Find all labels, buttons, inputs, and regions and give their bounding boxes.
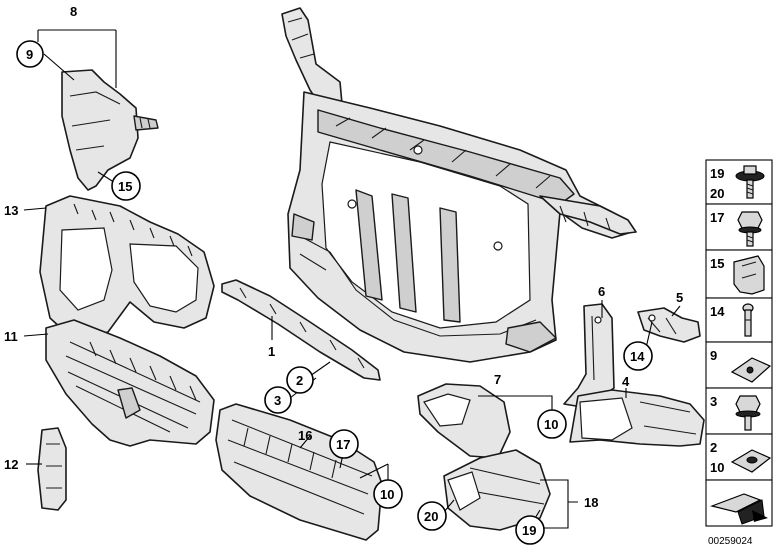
clip-nut-icon <box>730 357 772 383</box>
callout-4: 4 <box>622 374 630 389</box>
fastener-legend: 19 20 17 15 14 <box>705 159 773 547</box>
document-id: 00259024 <box>708 536 753 547</box>
callout-8: 8 <box>70 4 77 19</box>
callout-6: 6 <box>598 284 605 299</box>
flange-bolt-icon <box>735 165 765 199</box>
lower-air-duct-part <box>215 403 383 541</box>
hex-bolt-icon <box>737 211 763 247</box>
spring-clip-icon <box>733 255 765 295</box>
bracket-right-part <box>637 307 701 343</box>
legend-row-6-top: 3 <box>710 394 717 409</box>
callout-10-lower: 10 <box>380 487 394 502</box>
callout-5: 5 <box>676 290 683 305</box>
legend-row-3-top: 15 <box>710 256 724 271</box>
callout-18: 18 <box>584 495 598 510</box>
callout-17: 17 <box>336 437 350 452</box>
callout-19: 19 <box>522 523 536 538</box>
kidney-grille-frame-part <box>39 195 215 341</box>
callout-11: 11 <box>4 329 18 344</box>
callout-9: 9 <box>26 47 33 62</box>
air-duct-upper-part <box>61 69 159 191</box>
legend-row-7-top: 2 <box>710 440 717 455</box>
callout-20: 20 <box>424 509 438 524</box>
callout-labels: 8 9 15 13 11 12 1 2 3 16 17 10 7 10 6 5 … <box>4 4 683 545</box>
callout-13: 13 <box>4 203 18 218</box>
lower-grille-part <box>45 319 215 447</box>
callout-16: 16 <box>298 428 312 443</box>
callout-14: 14 <box>630 349 645 364</box>
sheet-nut-icon <box>730 449 772 473</box>
carrier-bar-part <box>221 279 381 381</box>
collar-screw-icon <box>735 395 761 431</box>
air-guide-middle-part <box>417 383 511 459</box>
bracket-left-part <box>37 427 67 511</box>
callout-12: 12 <box>4 457 18 472</box>
expanding-rivet-icon <box>742 303 754 337</box>
air-guide-right-part <box>569 389 705 447</box>
legend-row-5-top: 9 <box>710 348 717 363</box>
legend-row-1-bottom: 20 <box>710 186 724 201</box>
legend-row-4-top: 14 <box>710 304 725 319</box>
callout-1: 1 <box>268 344 275 359</box>
callout-10-right: 10 <box>544 417 558 432</box>
air-duct-lower-right-part <box>443 449 551 531</box>
callout-3: 3 <box>274 393 281 408</box>
callout-15: 15 <box>118 179 132 194</box>
legend-row-2-top: 17 <box>710 210 724 225</box>
callout-7: 7 <box>494 372 501 387</box>
callout-2: 2 <box>296 373 303 388</box>
legend-row-1-top: 19 <box>710 166 724 181</box>
legend-row-7-bottom: 10 <box>710 460 724 475</box>
front-carrier-part <box>281 7 637 363</box>
direction-arrow-icon <box>709 493 768 525</box>
